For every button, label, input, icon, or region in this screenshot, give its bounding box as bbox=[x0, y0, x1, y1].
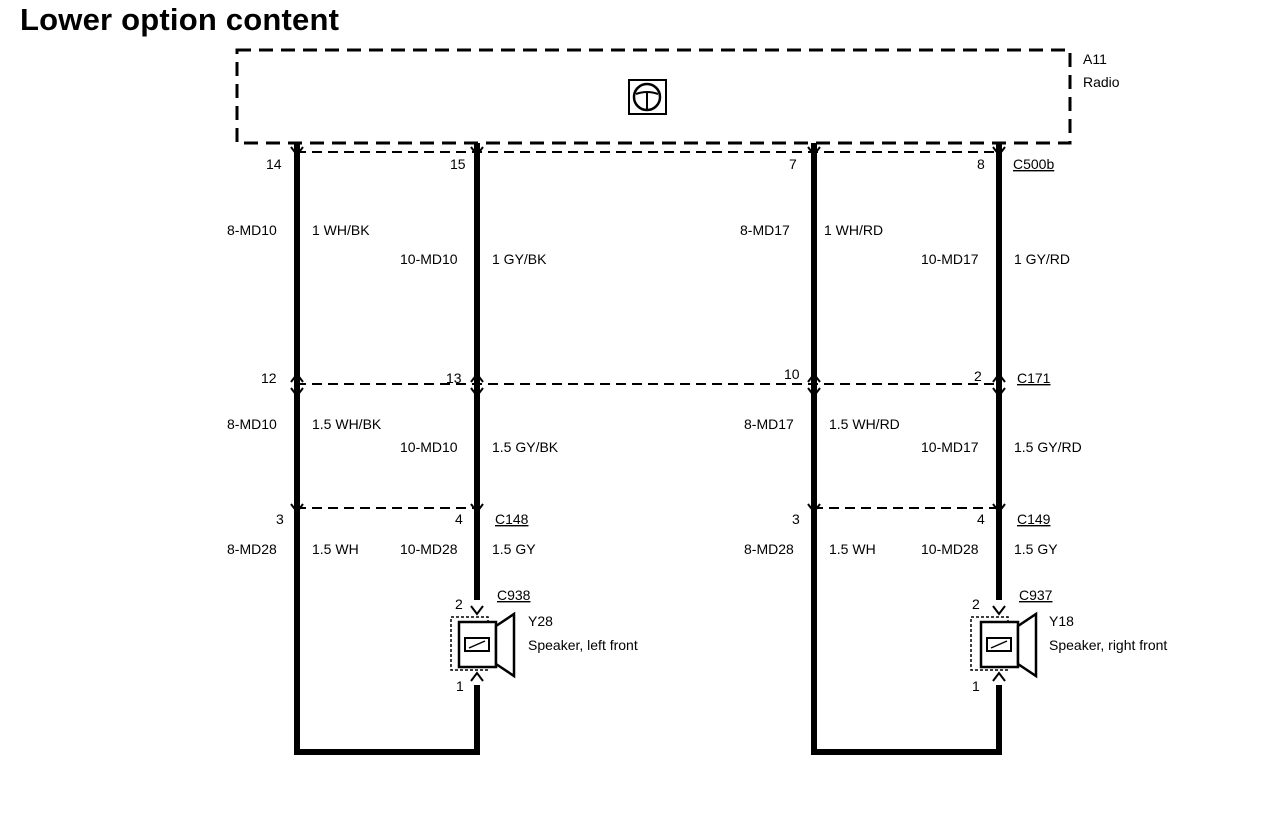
wire-circuit: 8-MD10 bbox=[227, 416, 277, 432]
speaker-icon bbox=[450, 611, 516, 679]
wire-spec: 1 GY/RD bbox=[1014, 251, 1070, 267]
wire-spec: 1.5 WH/BK bbox=[312, 416, 382, 432]
module-name: Radio bbox=[1083, 74, 1120, 90]
wire-circuit: 8-MD17 bbox=[740, 222, 790, 238]
pin-3-left: 3 bbox=[276, 511, 284, 527]
pin-2-speaker-right: 2 bbox=[972, 596, 980, 612]
pin-1-speaker-right: 1 bbox=[972, 678, 980, 694]
wire-spec: 1.5 GY bbox=[1014, 541, 1058, 557]
wire-spec: 1.5 WH bbox=[312, 541, 359, 557]
pin-3-right: 3 bbox=[792, 511, 800, 527]
pin-1-speaker-left: 1 bbox=[456, 678, 464, 694]
connector-c938: C938 bbox=[497, 587, 531, 603]
wire-circuit: 8-MD28 bbox=[744, 541, 794, 557]
speaker-icon bbox=[970, 611, 1038, 679]
pin-10: 10 bbox=[784, 366, 800, 382]
wire-circuit: 10-MD28 bbox=[400, 541, 458, 557]
pin-8: 8 bbox=[977, 156, 985, 172]
wire-circuit: 10-MD17 bbox=[921, 251, 979, 267]
wire-spec: 1 WH/RD bbox=[824, 222, 883, 238]
wire-spec: 1.5 GY bbox=[492, 541, 536, 557]
steering-wheel-icon bbox=[628, 79, 667, 115]
wire-circuit: 10-MD28 bbox=[921, 541, 979, 557]
wire-circuit: 10-MD17 bbox=[921, 439, 979, 455]
wire-circuit: 8-MD28 bbox=[227, 541, 277, 557]
pin-13: 13 bbox=[446, 370, 462, 386]
speaker-left-name: Speaker, left front bbox=[528, 637, 638, 653]
wire-circuit: 8-MD17 bbox=[744, 416, 794, 432]
module-ref: A11 bbox=[1083, 51, 1107, 67]
speaker-left-ref: Y28 bbox=[528, 613, 553, 629]
wire-spec: 1.5 GY/BK bbox=[492, 439, 559, 455]
pin-4-right: 4 bbox=[977, 511, 985, 527]
connector-c148: C148 bbox=[495, 511, 529, 527]
wire-circuit: 10-MD10 bbox=[400, 251, 458, 267]
pin-4-left: 4 bbox=[455, 511, 463, 527]
pin-14: 14 bbox=[266, 156, 282, 172]
pin-12: 12 bbox=[261, 370, 277, 386]
radio-module-box bbox=[235, 48, 1072, 145]
connector-c171: C171 bbox=[1017, 370, 1051, 386]
wire-circuit: 8-MD10 bbox=[227, 222, 277, 238]
pin-7: 7 bbox=[789, 156, 797, 172]
speaker-right-name: Speaker, right front bbox=[1049, 637, 1167, 653]
wire-spec: 1.5 GY/RD bbox=[1014, 439, 1082, 455]
wire-circuit: 10-MD10 bbox=[400, 439, 458, 455]
wire-spec: 1 GY/BK bbox=[492, 251, 547, 267]
connector-c937: C937 bbox=[1019, 587, 1053, 603]
wire-group bbox=[294, 143, 1002, 755]
speaker-right-ref: Y18 bbox=[1049, 613, 1074, 629]
pin-15: 15 bbox=[450, 156, 466, 172]
connector-c500b: C500b bbox=[1013, 156, 1054, 172]
pin-2-speaker-left: 2 bbox=[455, 596, 463, 612]
wire-spec: 1.5 WH/RD bbox=[829, 416, 900, 432]
connector-arrows bbox=[290, 146, 1006, 682]
wire-spec: 1 WH/BK bbox=[312, 222, 370, 238]
connector-c149: C149 bbox=[1017, 511, 1051, 527]
pin-2-c171: 2 bbox=[974, 368, 982, 384]
wire-spec: 1.5 WH bbox=[829, 541, 876, 557]
page-title: Lower option content bbox=[20, 2, 340, 37]
